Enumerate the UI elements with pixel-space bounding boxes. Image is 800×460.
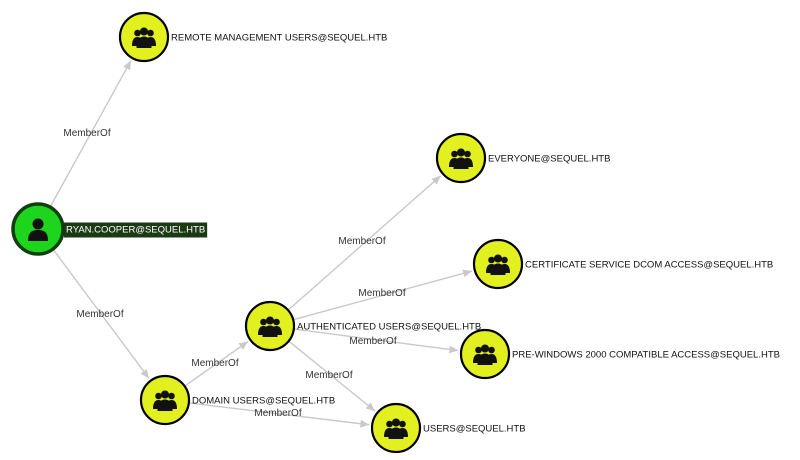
node-prewin2k[interactable]: PRE-WINDOWS 2000 COMPATIBLE ACCESS@SEQUE… — [459, 328, 780, 380]
edge-line — [288, 341, 376, 412]
edge-label: MemberOf — [349, 336, 396, 347]
node-users[interactable]: USERS@SEQUEL.HTB — [370, 402, 526, 454]
edge-line — [288, 175, 442, 311]
node-certdcom[interactable]: CERTIFICATE SERVICE DCOM ACCESS@SEQUEL.H… — [472, 238, 773, 290]
edge-authusers-to-users[interactable]: MemberOf — [288, 341, 376, 412]
group-icon — [384, 418, 408, 439]
edge-label: MemberOf — [254, 408, 301, 419]
edge-authusers-to-certdcom[interactable]: MemberOf — [293, 269, 473, 321]
edge-domainusers-to-users[interactable]: MemberOf — [189, 402, 370, 428]
selected-label-background — [64, 222, 208, 238]
edge-line — [52, 249, 150, 379]
group-icon — [153, 390, 177, 411]
node-label: USERS@SEQUEL.HTB — [423, 424, 526, 435]
group-icon — [258, 316, 282, 337]
group-icon — [132, 27, 156, 48]
edge-line — [185, 340, 249, 387]
edge-line — [294, 328, 459, 354]
edge-authusers-to-everyone[interactable]: MemberOf — [288, 175, 442, 311]
node-label: REMOTE MANAGEMENT USERS@SEQUEL.HTB — [171, 33, 387, 44]
node-label: EVERYONE@SEQUEL.HTB — [488, 154, 610, 165]
node-domainusers[interactable]: DOMAIN USERS@SEQUEL.HTB — [139, 374, 335, 426]
edge-ryan-to-rmu[interactable]: MemberOf — [49, 60, 132, 207]
node-ryan[interactable]: RYAN.COOPER@SEQUEL.HTB — [11, 202, 208, 256]
group-icon — [486, 254, 510, 275]
edges-layer: MemberOfMemberOfMemberOfMemberOfMemberOf… — [49, 60, 473, 428]
node-label: DOMAIN USERS@SEQUEL.HTB — [192, 396, 335, 407]
node-label: CERTIFICATE SERVICE DCOM ACCESS@SEQUEL.H… — [525, 260, 773, 271]
node-authusers[interactable]: AUTHENTICATED USERS@SEQUEL.HTB — [244, 300, 481, 352]
edge-line — [189, 402, 370, 428]
node-rmu[interactable]: REMOTE MANAGEMENT USERS@SEQUEL.HTB — [118, 11, 387, 63]
node-label: AUTHENTICATED USERS@SEQUEL.HTB — [297, 322, 481, 333]
edge-label: MemberOf — [338, 236, 385, 247]
edge-label: MemberOf — [358, 288, 405, 299]
node-everyone[interactable]: EVERYONE@SEQUEL.HTB — [435, 132, 610, 184]
edge-ryan-to-domainusers[interactable]: MemberOf — [52, 249, 150, 379]
nodes-layer: RYAN.COOPER@SEQUEL.HTB REMOTE MANAGEMENT … — [11, 11, 780, 454]
edge-line — [49, 60, 132, 207]
node-label: RYAN.COOPER@SEQUEL.HTB — [66, 225, 205, 236]
edge-line — [293, 269, 473, 321]
node-label: PRE-WINDOWS 2000 COMPATIBLE ACCESS@SEQUE… — [512, 350, 780, 361]
edge-label: MemberOf — [76, 309, 123, 320]
group-icon — [449, 148, 473, 169]
edge-label: MemberOf — [63, 128, 110, 139]
edge-label: MemberOf — [191, 358, 238, 369]
edge-domainusers-to-authusers[interactable]: MemberOf — [185, 340, 249, 387]
edge-label: MemberOf — [305, 370, 352, 381]
group-icon — [473, 344, 497, 365]
edge-authusers-to-prewin2k[interactable]: MemberOf — [294, 328, 459, 354]
